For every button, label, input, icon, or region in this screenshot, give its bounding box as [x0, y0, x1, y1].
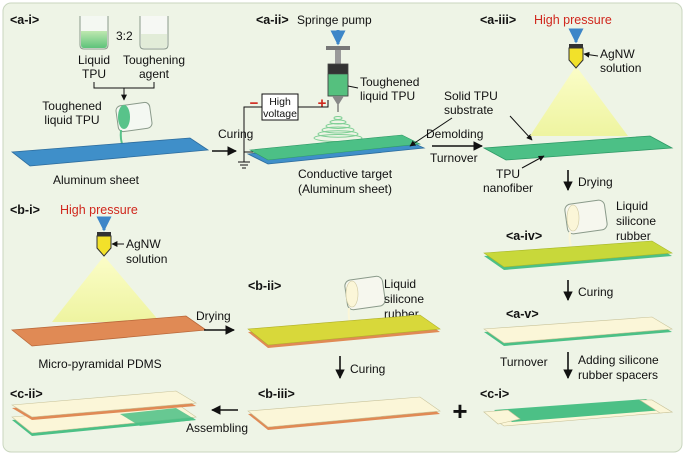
tpu-layer-on-target	[249, 134, 422, 161]
a-v-silicone-layer	[483, 316, 673, 344]
positive-wire	[298, 100, 329, 108]
solid-tpu-label-1: Solid TPU	[444, 89, 498, 103]
curing-label-2: Curing	[578, 285, 613, 299]
solid-tpu-pointer-left	[409, 117, 453, 147]
b-ii-agnw-layer	[247, 314, 441, 346]
toughened-tpu-label-2: liquid TPU	[360, 89, 415, 103]
minus-terminal: −	[250, 95, 259, 112]
spacers-label-1: Adding silicone	[578, 353, 659, 367]
nanofiber-label-1: TPU	[496, 167, 520, 181]
spray-cone-b	[52, 256, 160, 322]
step-label-a-iii: <a-iii>	[480, 13, 516, 27]
liquid-tpu-label-2: TPU	[82, 67, 106, 81]
toughening-agent-label-2: agent	[139, 67, 170, 81]
c-i-spacer-left	[483, 409, 521, 425]
aluminum-sheet	[10, 137, 210, 167]
high-pressure-label-b: High pressure	[60, 203, 138, 217]
silicone-label-b-1: Liquid	[384, 277, 416, 291]
tilted-cup-icon	[344, 275, 386, 323]
conductive-target-label-1: Conductive target	[298, 167, 393, 181]
panel-b-iii: <b-iii>	[247, 387, 441, 430]
silicone-label-b-2: silicone	[384, 292, 424, 306]
spacers-label-2: rubber spacers	[578, 368, 658, 382]
high-voltage-label-2: voltage	[263, 108, 297, 120]
panel-b-i: <b-i> High pressure AgNW solution Micro-…	[10, 203, 208, 371]
toughening-agent-label-1: Toughening	[123, 53, 185, 67]
turnover-label-2: Turnover	[500, 355, 548, 369]
step-label-a-iv: <a-iv>	[506, 229, 542, 243]
silicone-label-2: silicone	[616, 214, 656, 228]
agnw-label-b-1: AgNW	[126, 237, 161, 251]
panel-a-v: <a-v>	[483, 307, 673, 346]
c-ii-gap-shadow	[120, 408, 196, 426]
agnw-label-b-2: solution	[126, 252, 167, 266]
tilted-cup-icon	[115, 101, 153, 147]
solid-tpu-label-2: substrate	[444, 103, 494, 117]
nanofiber-pointer	[521, 155, 545, 169]
step-label-b-i: <b-i>	[10, 203, 40, 217]
c-ii-top-silicone	[11, 390, 197, 418]
step-label-b-iii: <b-iii>	[258, 387, 295, 401]
beaker-icon	[79, 16, 109, 50]
drying-label: Drying	[578, 175, 613, 189]
silicone-label-3: rubber	[616, 229, 651, 243]
agnw-label-1: AgNW	[600, 47, 635, 61]
drying-label-b: Drying	[196, 309, 231, 323]
toughened-tpu-label-1: Toughened	[42, 99, 101, 113]
curing-label: Curing	[218, 127, 253, 141]
high-pressure-label: High pressure	[534, 13, 612, 27]
c-i-tpu-layer	[494, 399, 664, 422]
demolding-label: Demolding	[426, 127, 483, 141]
step-label-b-ii: <b-ii>	[248, 279, 281, 293]
a-iv-agnw-layer	[483, 240, 673, 268]
syringe-icon	[326, 46, 350, 112]
panel-c-ii: <c-ii>	[10, 387, 197, 436]
silicone-label-1: Liquid	[616, 199, 648, 213]
plus-sign: +	[452, 396, 467, 426]
step-label-a-i: <a-i>	[10, 13, 39, 27]
conductive-target-label-2: (Aluminum sheet)	[298, 182, 392, 196]
assembling-label: Assembling	[186, 421, 248, 435]
high-voltage-label-1: High	[269, 96, 291, 108]
step-label-a-v: <a-v>	[506, 307, 539, 321]
panel-a-iii: <a-iii> High pressure AgNW solution TPU …	[480, 13, 674, 195]
tilted-cup-icon	[564, 199, 608, 247]
step-label-c-ii: <c-ii>	[10, 387, 43, 401]
solid-tpu-pointer-right	[509, 115, 533, 141]
beaker-icon	[139, 16, 169, 50]
negative-wire	[243, 106, 262, 162]
aluminum-sheet-label: Aluminum sheet	[53, 173, 140, 187]
panel-c-i: <c-i>	[480, 387, 673, 427]
turnover-label: Turnover	[430, 151, 478, 165]
curing-label-b: Curing	[350, 362, 385, 376]
panel-b-ii: <b-ii> Liquid silicone rubber	[247, 275, 441, 348]
agnw-label-2: solution	[600, 61, 641, 75]
agnw-pointer	[583, 51, 599, 58]
mix-ratio: 3:2	[116, 29, 133, 43]
toughened-tpu-label-1: Toughened	[360, 75, 419, 89]
panel-a-i: <a-i> 3:2 Liquid TPU Toughening agent To…	[10, 13, 210, 187]
step-label-c-i: <c-i>	[480, 387, 509, 401]
step-label-a-ii: <a-ii>	[256, 13, 289, 27]
nanofiber-label-2: nanofiber	[483, 181, 533, 195]
pdms-label: Micro-pyramidal PDMS	[38, 357, 161, 371]
liquid-tpu-label-1: Liquid	[78, 53, 110, 67]
ground-symbol-icon	[238, 161, 250, 169]
panel-a-ii: <a-ii> Springe pump Toughened liquid TPU…	[238, 13, 533, 196]
b-iii-silicone-layer	[247, 396, 441, 428]
spray-nozzle-icon	[568, 44, 584, 69]
tpu-nanofiber-substrate	[482, 135, 674, 161]
toughened-tpu-label-2: liquid TPU	[44, 113, 99, 127]
spray-cone	[530, 66, 628, 136]
spray-nozzle-icon	[96, 232, 112, 257]
panel-a-iv: <a-iv> Liquid silicone rubber	[483, 199, 673, 270]
c-i-spacer-right	[638, 399, 673, 414]
syringe-leader	[347, 85, 359, 89]
plus-terminal: +	[318, 95, 327, 112]
syringe-pump-label: Springe pump	[297, 13, 372, 27]
